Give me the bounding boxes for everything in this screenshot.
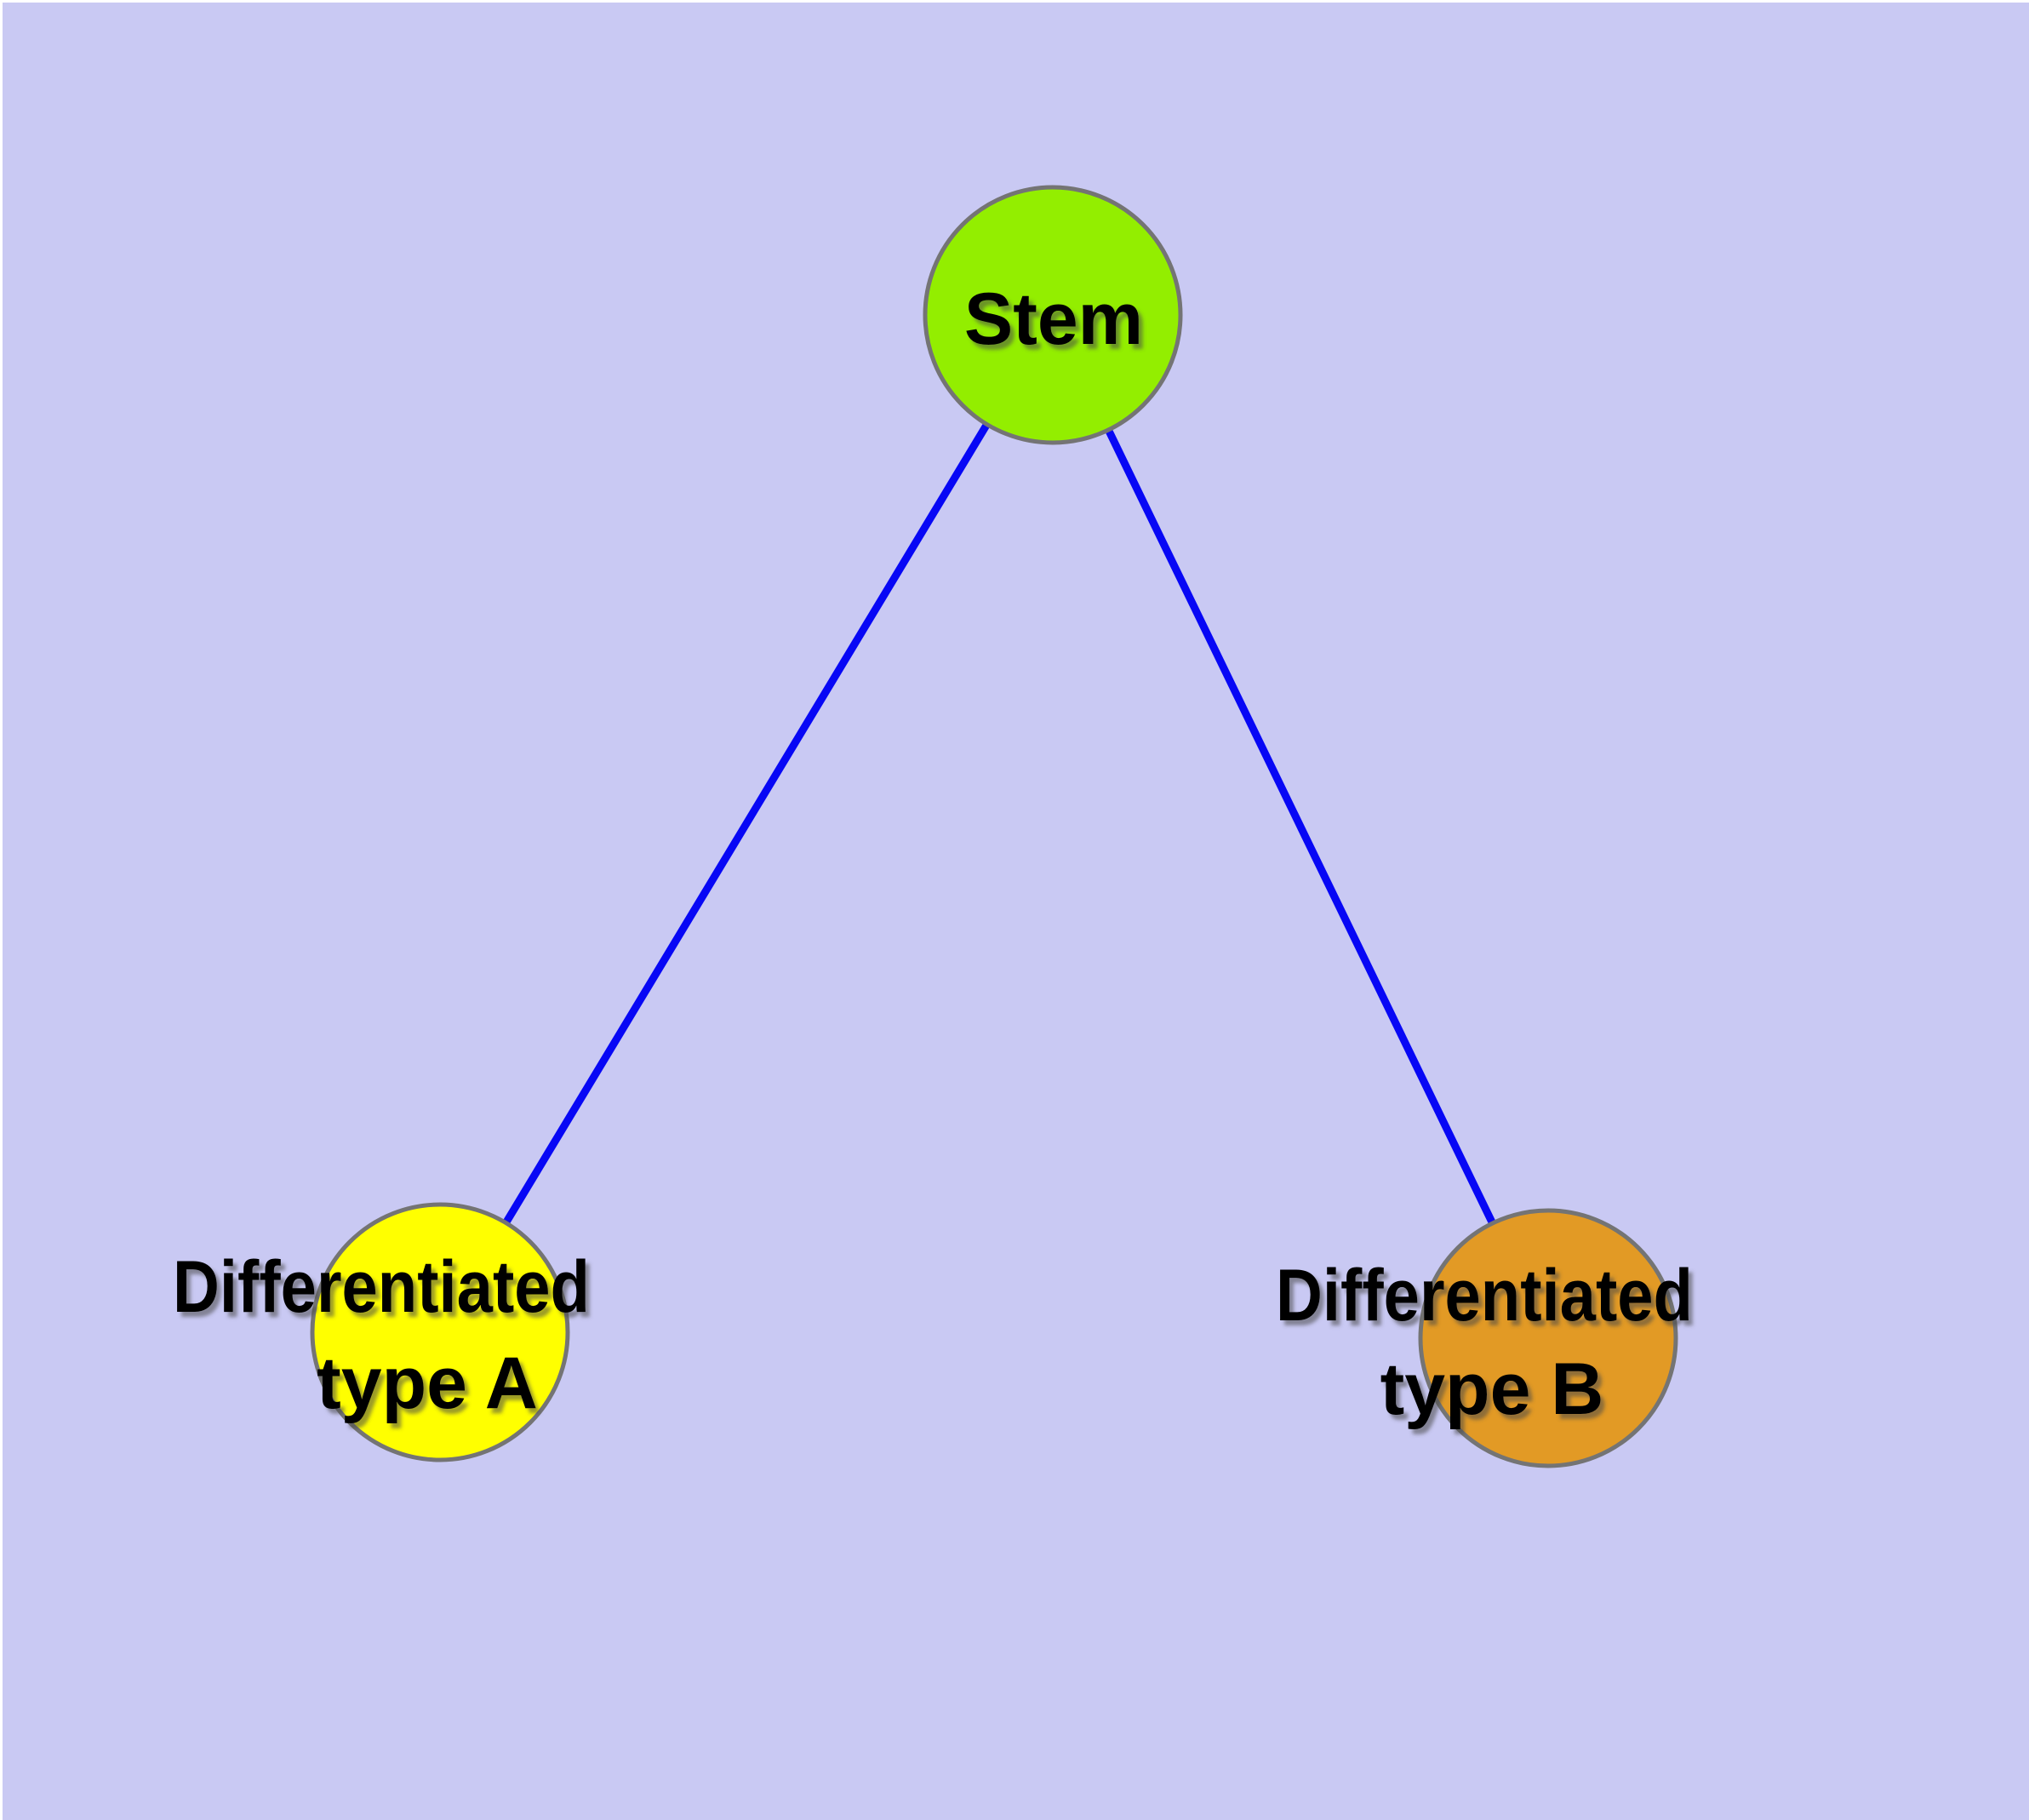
edge-stem-to-type-a [436,311,1057,1336]
node-type-b: Differentiated type B [1276,1208,1693,1468]
node-type-a-label-line1: Differentiated [173,1246,590,1328]
node-type-a-circle [310,1202,570,1462]
node-type-a-label-line2: type A [317,1342,538,1424]
edge-stem-to-type-b [1049,311,1552,1342]
edge-group [436,311,1552,1342]
canvas-margin-top [0,0,2029,3]
node-type-b-label-line2: type B [1380,1348,1604,1430]
node-stem-circle [923,185,1183,445]
canvas-margin-left [0,0,3,1820]
node-type-b-circle [1418,1208,1678,1468]
node-type-a: Differentiated type A [173,1202,590,1462]
node-type-b-label-line1: Differentiated [1276,1255,1693,1336]
node-stem: Stem [923,185,1183,445]
node-stem-label: Stem [964,278,1143,360]
